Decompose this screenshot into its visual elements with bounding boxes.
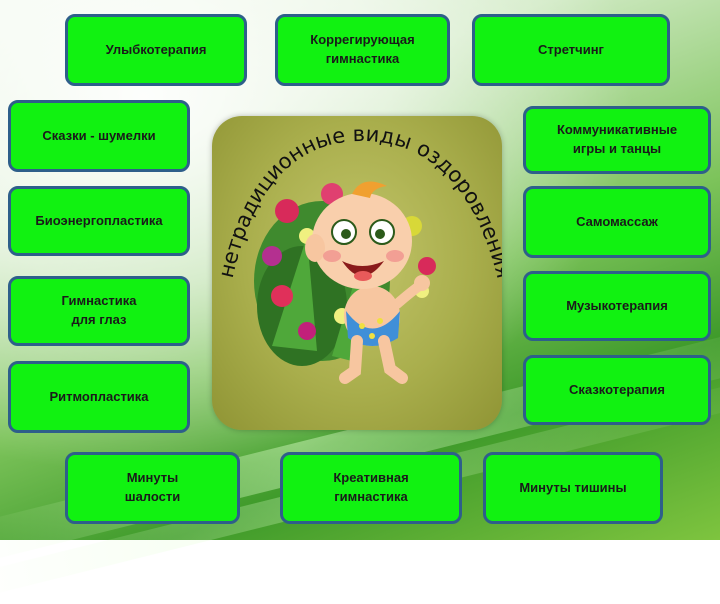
button-noise-tales[interactable]: Сказки - шумелки <box>8 100 190 172</box>
button-smile-therapy[interactable]: Улыбкотерапия <box>65 14 247 86</box>
button-rhythmoplastics[interactable]: Ритмопластика <box>8 361 190 433</box>
button-eye-gymnastics[interactable]: Гимнастика для глаз <box>8 276 190 346</box>
button-creative-gymnastics[interactable]: Креативная гимнастика <box>280 452 462 524</box>
button-music-therapy[interactable]: Музыкотерапия <box>523 271 711 341</box>
button-silence-minutes[interactable]: Минуты тишины <box>483 452 663 524</box>
baby-illustration: нетрадиционные виды оздоровления <box>214 122 502 384</box>
button-corrective-gymnastics[interactable]: Коррегирующая гимнастика <box>275 14 450 86</box>
baby-character <box>305 181 430 384</box>
button-self-massage[interactable]: Самомассаж <box>523 186 711 258</box>
button-stretching[interactable]: Стретчинг <box>472 14 670 86</box>
button-fairy-tale-therapy[interactable]: Сказкотерапия <box>523 355 711 425</box>
button-communicative-games[interactable]: Коммуникативные игры и танцы <box>523 106 711 174</box>
central-panel: нетрадиционные виды оздоровления <box>212 116 502 430</box>
button-mischief-minutes[interactable]: Минуты шалости <box>65 452 240 524</box>
button-bioenergoplastics[interactable]: Биоэнергопластика <box>8 186 190 256</box>
